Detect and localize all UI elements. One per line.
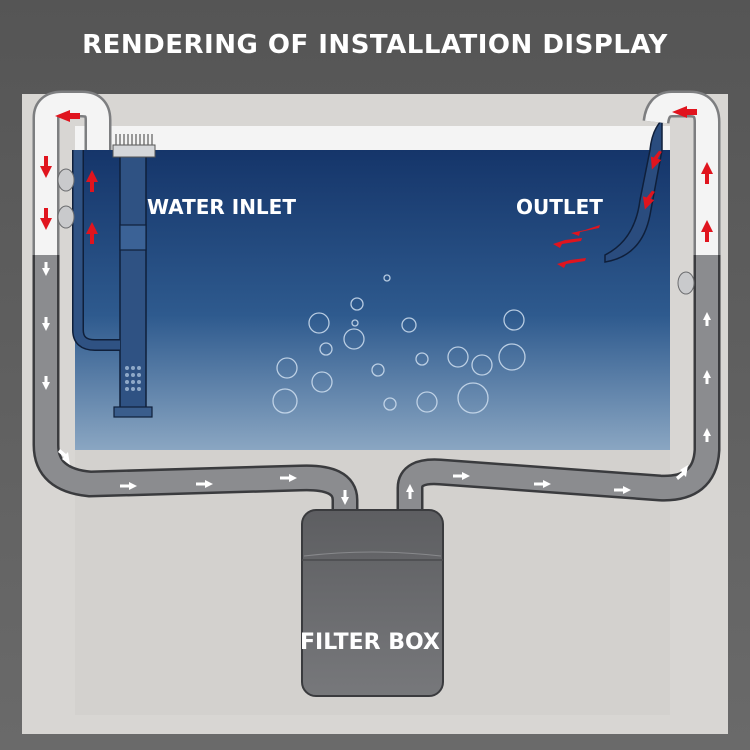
flow-arrow-white-icons bbox=[42, 262, 711, 505]
outlet-clear-hose bbox=[645, 93, 718, 255]
tank-water bbox=[75, 150, 670, 450]
intake-strainer-holes bbox=[125, 366, 141, 391]
water-inlet-label: WATER INLET bbox=[147, 195, 296, 219]
intake-strainer-icon bbox=[112, 134, 156, 158]
outlet-label: OUTLET bbox=[516, 195, 603, 219]
outlet-hose bbox=[399, 255, 718, 515]
intake-pipe bbox=[72, 149, 153, 418]
flow-arrow-red-icons bbox=[40, 106, 713, 268]
page-title: RENDERING OF INSTALLATION DISPLAY bbox=[82, 30, 668, 60]
filter-box bbox=[301, 509, 444, 697]
suction-cup-icon bbox=[57, 168, 695, 295]
tank-rim bbox=[75, 126, 670, 150]
inlet-hose bbox=[35, 255, 356, 515]
outlet-spout bbox=[604, 118, 663, 263]
inlet-clear-hose bbox=[35, 93, 109, 255]
air-bubbles bbox=[272, 274, 526, 414]
filter-box-label: FILTER BOX bbox=[300, 630, 440, 655]
